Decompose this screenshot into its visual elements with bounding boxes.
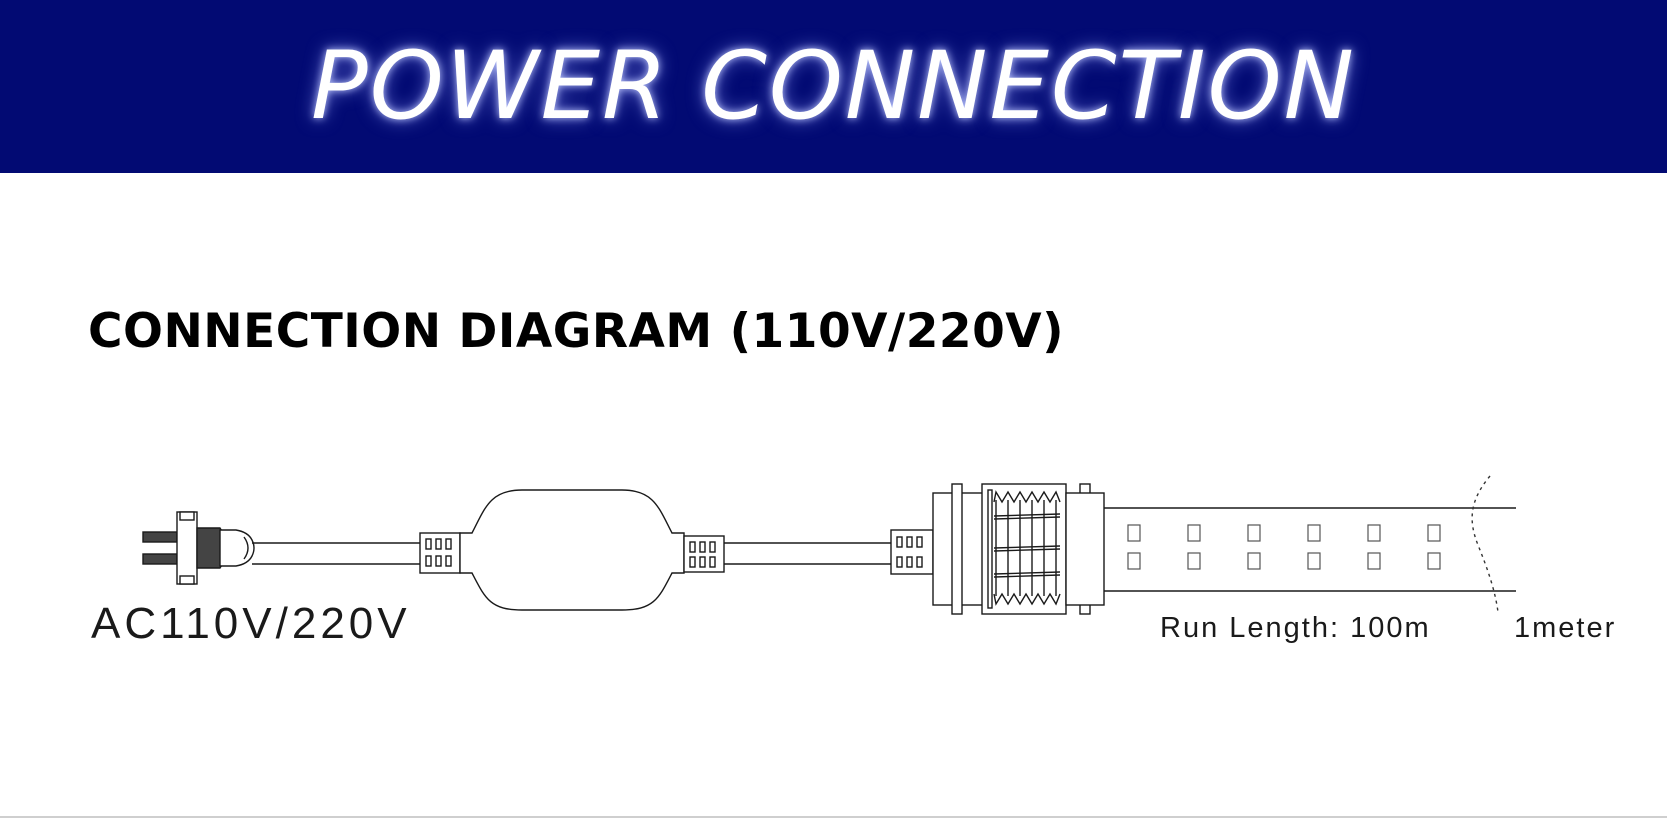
run-length-label: Run Length: 100m <box>1160 612 1431 644</box>
connector-icon <box>683 535 725 573</box>
connector-icon <box>419 532 461 574</box>
power-plug-icon <box>142 511 255 585</box>
section-heading: CONNECTION DIAGRAM (110V/220V) <box>88 304 1065 359</box>
end-cap-icon <box>932 483 1105 615</box>
connector-icon <box>890 529 934 575</box>
segment-length-label: 1meter <box>1514 612 1617 644</box>
led-strip-icon <box>1104 475 1516 613</box>
power-supply-driver-icon <box>459 489 685 611</box>
header-banner: POWER CONNECTION <box>0 0 1667 173</box>
divider <box>0 816 1667 818</box>
input-voltage-label: AC110V/220V <box>91 599 411 648</box>
page-title: POWER CONNECTION <box>311 32 1356 141</box>
